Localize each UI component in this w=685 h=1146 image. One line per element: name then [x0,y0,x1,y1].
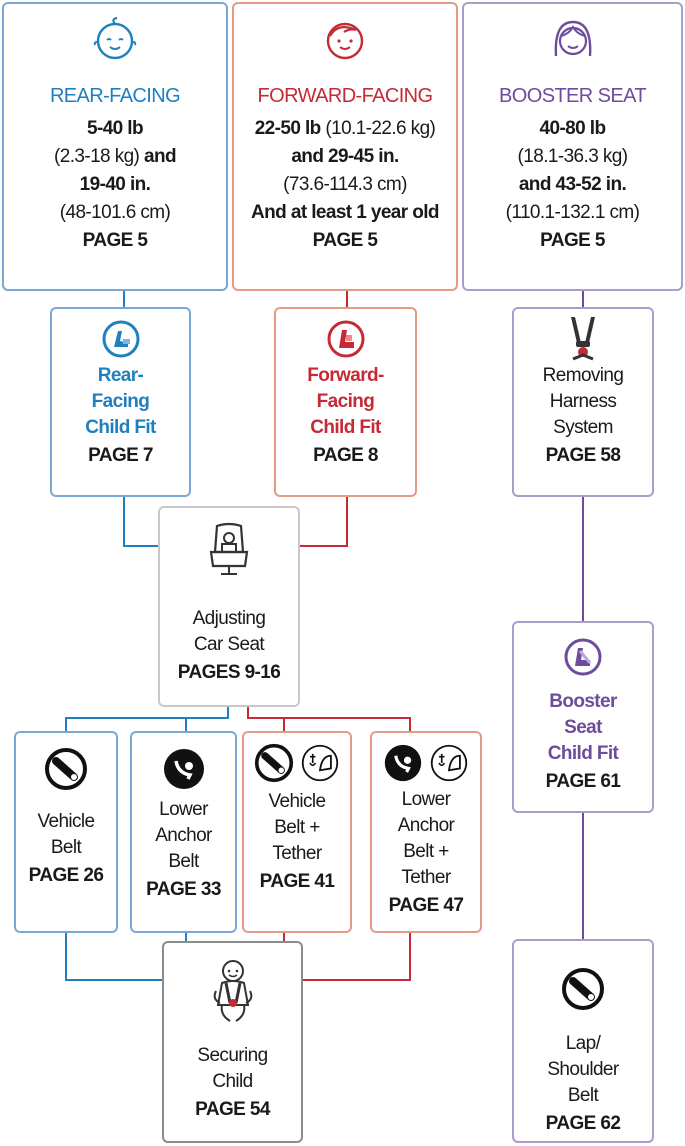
rear-weight-kg: (2.3-18 kg) [54,146,140,167]
forward-fit-line3: Child Fit [310,417,381,438]
rear-facing-title: REAR-FACING [49,85,181,107]
booster-seat-title: BOOSTER SEAT [499,85,647,107]
forward-facing-seat-icon [327,320,364,358]
forward-weight-lb: 22-50 lb [254,118,322,139]
baby-face-icon [93,16,137,60]
rear-height-in: 19-40 in. [79,174,151,195]
vehicle-belt-tether-icons [254,743,340,783]
booster-seat-icon [564,638,602,676]
securing-line2: Child [212,1071,253,1092]
child-in-harness-icon [213,960,252,1022]
rear-fit-page-link[interactable]: PAGE 7 [88,445,153,466]
anchor-tether-line2: Anchor [397,815,455,836]
rear-facing-seat-icon [102,320,139,358]
forward-fit-page-link[interactable]: PAGE 8 [313,445,378,466]
forward-facing-child-fit-card: Forward- Facing Child Fit PAGE 8 [274,307,417,497]
vehicle-belt-tether-card: Vehicle Belt + Tether PAGE 41 [242,731,352,933]
securing-line1: Securing [197,1045,268,1066]
anchor-tether-line1: Lower [401,789,451,810]
lower-anchor-belt-card: Lower Anchor Belt PAGE 33 [130,731,237,933]
vehicle-tether-line3: Tether [272,843,322,864]
lower-anchor-line3: Belt [168,851,199,872]
lower-anchor-tether-icons [383,743,469,783]
seat-belt-icon [562,968,604,1010]
removing-harness-card: Removing Harness System PAGE 58 [512,307,654,497]
rear-fit-line1: Rear- [97,365,144,386]
vehicle-belt-line1: Vehicle [37,811,95,832]
securing-child-card: Securing Child PAGE 54 [162,941,303,1143]
lower-anchor-line2: Anchor [155,825,212,846]
forward-height-cm: (73.6-114.3 cm) [283,174,407,195]
seat-belt-icon [254,743,294,783]
harness-icon [571,317,595,361]
lap-line1: Lap/ [565,1033,601,1054]
lower-anchor-icon [384,744,422,782]
lap-page-link[interactable]: PAGE 62 [545,1113,621,1134]
rear-fit-line3: Child Fit [85,417,156,438]
booster-fit-page-link[interactable]: PAGE 61 [545,771,621,792]
booster-seat-child-fit-card: Booster Seat Child Fit PAGE 61 [512,621,654,813]
girl-face-icon [554,20,591,57]
booster-height-in: and 43-52 in. [518,174,627,195]
forward-fit-line2: Facing [316,391,375,412]
lower-anchor-tether-card: Lower Anchor Belt + Tether PAGE 47 [370,731,482,933]
seat-belt-icon [45,748,87,790]
anchor-tether-page-link[interactable]: PAGE 47 [388,895,464,916]
booster-height-cm: (110.1-132.1 cm) [505,202,640,223]
rear-fit-line2: Facing [91,391,150,412]
rear-and: and [143,146,177,167]
adjusting-page-link[interactable]: PAGES 9-16 [177,662,281,683]
rear-height-cm: (48-101.6 cm) [59,202,171,223]
lap-shoulder-belt-card: Lap/ Shoulder Belt PAGE 62 [512,939,654,1143]
vehicle-belt-line2: Belt [50,837,82,858]
securing-page-link[interactable]: PAGE 54 [195,1099,270,1120]
forward-weight-kg: (10.1-22.6 kg) [325,118,436,139]
vehicle-belt-card: Vehicle Belt PAGE 26 [14,731,118,933]
forward-weight-line: 22-50 lb (10.1-22.6 kg) [255,116,436,142]
anchor-tether-line4: Tether [401,867,451,888]
harness-page-link[interactable]: PAGE 58 [545,445,621,466]
adjusting-line1: Adjusting [192,608,266,629]
rear-facing-child-fit-card: Rear- Facing Child Fit PAGE 7 [50,307,191,497]
forward-facing-title: FORWARD-FACING [257,85,434,107]
vehicle-tether-page-link[interactable]: PAGE 41 [259,871,335,892]
lower-anchor-icon [163,749,204,789]
booster-page-link[interactable]: PAGE 5 [540,230,605,251]
forward-facing-card: FORWARD-FACING 22-50 lb (10.1-22.6 kg) a… [232,2,458,291]
vehicle-tether-line1: Vehicle [268,791,326,812]
child-face-icon [326,22,364,60]
harness-line2: Harness [549,391,617,412]
lap-line2: Shoulder [547,1059,619,1080]
forward-age: And at least 1 year old [251,202,439,223]
rear-facing-card: REAR-FACING 5-40 lb (2.3-18 kg) and 19-4… [2,2,228,291]
booster-fit-line3: Child Fit [547,743,619,764]
rear-weight-lb: 5-40 lb [87,118,144,139]
anchor-tether-line3: Belt + [403,841,449,862]
vehicle-tether-line2: Belt + [274,817,320,838]
tether-anchor-icon [430,744,468,782]
car-seat-icon [209,522,249,575]
rear-weight-kg-line: (2.3-18 kg) and [54,144,177,170]
lower-anchor-line1: Lower [159,799,208,820]
tether-anchor-icon [301,744,339,782]
booster-seat-card: BOOSTER SEAT 40-80 lb (18.1-36.3 kg) and… [462,2,683,291]
harness-line3: System [553,417,613,438]
harness-line1: Removing [542,365,624,386]
forward-height-in: and 29-45 in. [291,146,399,167]
booster-fit-line1: Booster [549,691,617,712]
vehicle-belt-page-link[interactable]: PAGE 26 [28,865,104,886]
booster-fit-line2: Seat [564,717,602,738]
booster-weight-lb: 40-80 lb [539,118,607,139]
rear-page-link[interactable]: PAGE 5 [82,230,148,251]
forward-page-link[interactable]: PAGE 5 [312,230,378,251]
lower-anchor-page-link[interactable]: PAGE 33 [146,879,221,900]
booster-weight-kg: (18.1-36.3 kg) [517,146,628,167]
adjusting-car-seat-card: Adjusting Car Seat PAGES 9-16 [158,506,300,707]
adjusting-line2: Car Seat [193,634,265,655]
forward-fit-line1: Forward- [307,365,384,386]
lap-line3: Belt [567,1085,599,1106]
